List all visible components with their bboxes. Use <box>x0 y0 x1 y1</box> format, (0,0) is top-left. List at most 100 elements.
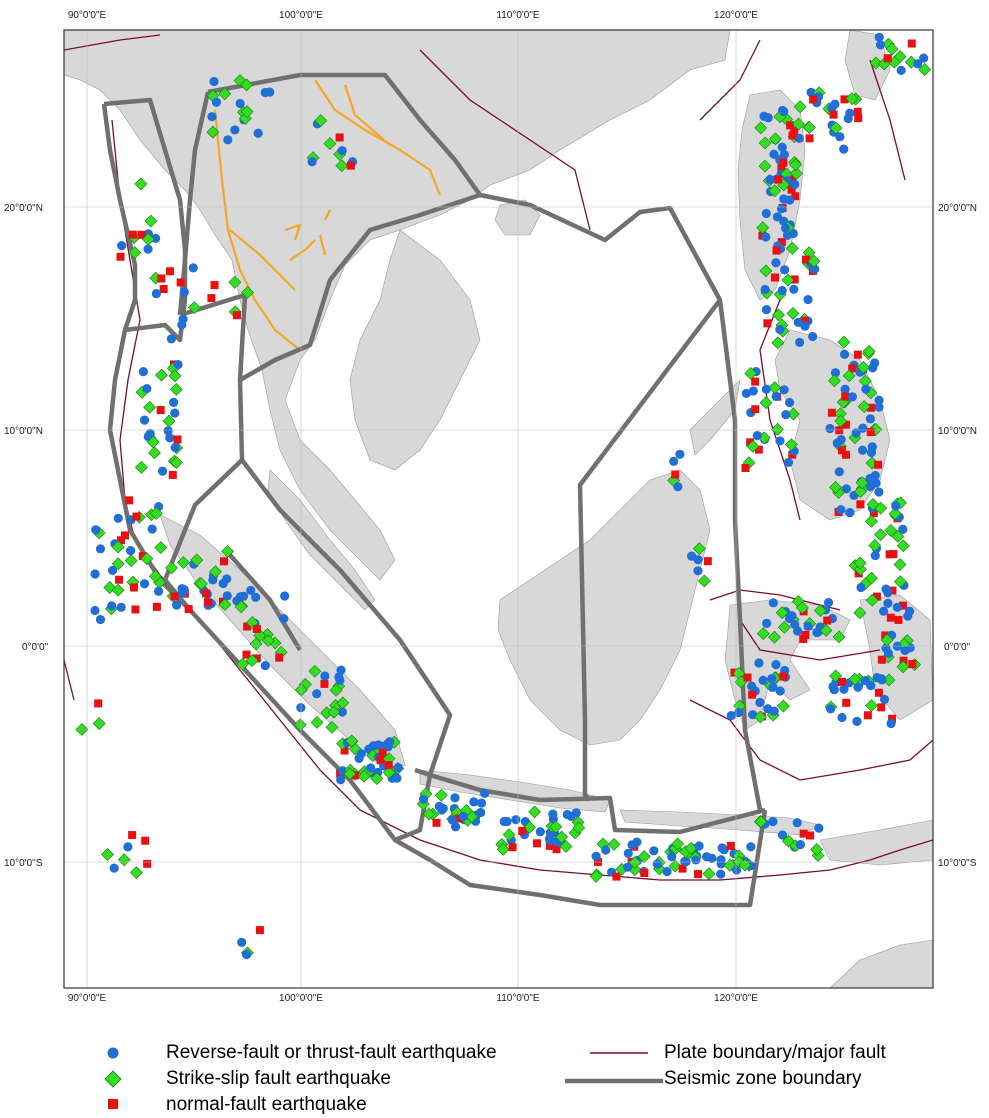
quake-normal-marker <box>165 267 174 276</box>
quake-normal-marker <box>866 403 875 412</box>
quake-normal-marker <box>779 672 788 681</box>
quake-reverse-marker <box>800 321 810 331</box>
quake-strike-slip-marker <box>528 805 542 819</box>
quake-normal-marker <box>772 246 781 255</box>
quake-strike-slip-marker <box>329 683 343 697</box>
quake-normal-marker <box>128 230 137 239</box>
quake-reverse-marker <box>95 544 106 554</box>
quake-normal-marker <box>137 230 146 239</box>
quake-strike-slip-marker <box>697 574 711 588</box>
quake-strike-slip-marker <box>240 105 254 119</box>
quake-reverse-marker <box>649 846 659 856</box>
quake-strike-slip-marker <box>891 530 905 543</box>
quake-strike-slip-marker <box>206 125 220 139</box>
quake-normal-marker <box>202 589 211 598</box>
quake-reverse-marker <box>230 125 240 135</box>
lat-label-left-3: 10°0'0"S <box>4 858 43 869</box>
quake-reverse-marker <box>177 320 187 330</box>
quake-reverse-marker <box>792 818 802 828</box>
quake-reverse-marker <box>150 233 161 244</box>
quake-strike-slip-marker <box>829 121 843 135</box>
quake-strike-slip-marker <box>124 554 138 568</box>
quake-reverse-marker <box>260 661 270 671</box>
quake-strike-slip-marker <box>101 848 114 861</box>
quake-normal-marker <box>346 161 355 170</box>
quake-reverse-marker <box>768 682 778 693</box>
quake-reverse-marker <box>874 32 884 42</box>
quake-reverse-marker <box>172 600 182 610</box>
quake-strike-slip-marker <box>327 705 341 719</box>
quake-normal-marker <box>877 703 886 712</box>
quake-reverse-marker <box>354 753 364 763</box>
quake-reverse-marker <box>450 822 461 832</box>
quake-normal-marker <box>242 650 251 659</box>
lon-label-top-2: 110°0'0"E <box>496 10 540 21</box>
quake-normal-marker <box>856 500 865 509</box>
quake-strike-slip-marker <box>853 606 867 620</box>
quake-strike-slip-marker <box>129 866 143 879</box>
quake-normal-marker <box>252 654 261 663</box>
quake-reverse-marker <box>209 76 219 87</box>
legend-reverse-icon <box>107 1047 119 1059</box>
quake-strike-slip-marker <box>786 306 800 320</box>
quake-normal-marker <box>275 653 284 662</box>
quake-reverse-marker <box>143 244 153 254</box>
quake-normal-marker <box>203 598 212 607</box>
quake-normal-marker <box>872 592 881 601</box>
quake-normal-marker <box>132 512 141 521</box>
quake-strike-slip-marker <box>559 840 573 853</box>
quake-strike-slip-marker <box>854 485 867 498</box>
quake-reverse-marker <box>793 317 803 328</box>
quake-reverse-marker <box>875 40 886 50</box>
quake-reverse-marker <box>179 584 189 595</box>
quake-reverse-marker <box>758 675 768 685</box>
quake-normal-marker <box>777 163 786 172</box>
quake-strike-slip-marker <box>111 583 125 597</box>
quake-normal-marker <box>741 464 750 473</box>
quake-reverse-marker <box>90 569 100 579</box>
quake-normal-marker <box>898 601 907 610</box>
quake-strike-slip-marker <box>837 335 851 349</box>
quake-normal-marker <box>143 859 152 868</box>
quake-reverse-marker <box>787 611 797 621</box>
lon-label-bottom-0: 90°0'0"E <box>68 993 107 1004</box>
quake-reverse-marker <box>165 433 175 443</box>
quake-strike-slip-marker <box>896 539 910 553</box>
quake-normal-marker <box>841 450 850 459</box>
quake-normal-marker <box>877 655 886 664</box>
quake-reverse-marker <box>877 675 887 685</box>
quake-reverse-marker <box>535 827 545 837</box>
quake-reverse-marker <box>825 423 835 434</box>
quake-normal-marker <box>874 688 883 697</box>
quake-normal-marker <box>184 605 193 614</box>
quake-strike-slip-marker <box>240 78 253 92</box>
quake-reverse-marker <box>771 258 781 268</box>
quake-reverse-marker <box>852 716 862 726</box>
quake-reverse-marker <box>892 602 902 612</box>
earthquake-layer <box>75 32 932 960</box>
quake-strike-slip-marker <box>789 158 803 172</box>
quake-reverse-marker <box>783 457 794 468</box>
quake-normal-marker <box>159 285 168 294</box>
quake-strike-slip-marker <box>807 254 821 268</box>
quake-normal-marker <box>376 755 385 764</box>
quake-reverse-marker <box>767 673 777 684</box>
quake-normal-marker <box>612 872 621 881</box>
quake-normal-marker <box>120 531 129 540</box>
quake-reverse-marker <box>170 408 180 418</box>
quake-strike-slip-marker <box>789 167 803 180</box>
quake-normal-marker <box>552 845 561 854</box>
quake-reverse-marker <box>458 811 469 822</box>
quake-reverse-marker <box>170 442 180 453</box>
quake-strike-slip-marker <box>771 422 784 436</box>
quake-normal-marker <box>751 405 760 414</box>
quake-reverse-marker <box>795 337 805 348</box>
quake-normal-marker <box>848 364 857 373</box>
quake-normal-marker <box>770 273 779 282</box>
quake-normal-marker <box>157 274 166 283</box>
quake-reverse-marker <box>716 855 726 865</box>
quake-normal-marker <box>671 470 680 479</box>
quake-reverse-marker <box>781 410 791 420</box>
quake-strike-slip-marker <box>496 842 510 856</box>
quake-reverse-marker <box>870 358 880 368</box>
